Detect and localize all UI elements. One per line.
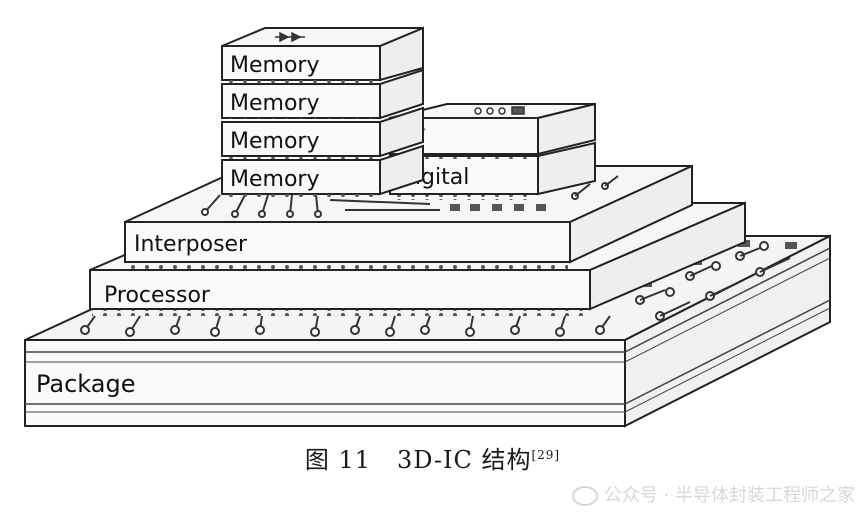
memory-label-3: Memory: [230, 129, 319, 154]
interposer-label: Interposer: [134, 232, 248, 257]
figure-title: 3D-IC 结构: [396, 446, 532, 474]
memory-label-1: Memory: [230, 53, 319, 78]
memory-label-2: Memory: [230, 91, 319, 116]
figure-caption: 图 11 3D-IC 结构[29]: [0, 440, 865, 475]
rf-component-icon: [474, 106, 525, 115]
processor-label: Processor: [104, 283, 211, 308]
memory-label-4: Memory: [230, 167, 319, 192]
package-label: Package: [36, 370, 135, 398]
watermark-text: 公众号 · 半导体封装工程师之家: [603, 485, 855, 506]
memory-stack: Memory Memory Memory Memory: [221, 26, 424, 199]
3d-ic-diagram: Package Processor: [24, 26, 831, 428]
figure-ref: [29]: [531, 448, 561, 462]
figure-label: 图 11: [304, 446, 372, 474]
wechat-icon: [571, 486, 598, 506]
watermark: 公众号 · 半导体封装工程师之家: [571, 481, 855, 507]
memory-component-icon: [275, 31, 305, 43]
